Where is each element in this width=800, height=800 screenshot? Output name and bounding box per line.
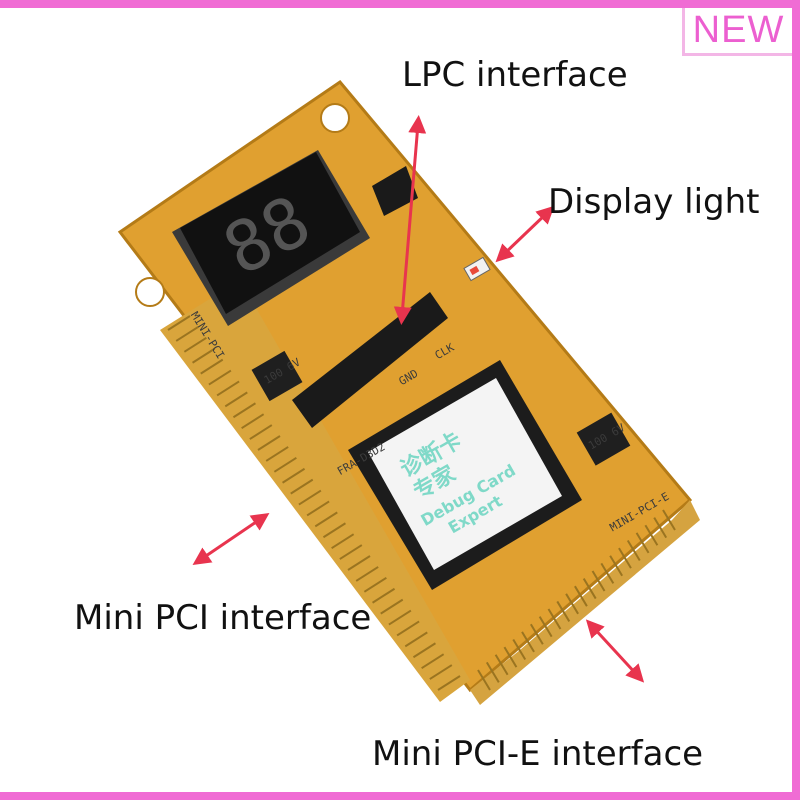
gold-finger — [339, 544, 363, 560]
gold-finger — [538, 616, 553, 638]
capacitor-left: 100 6V — [251, 350, 303, 402]
gold-finger — [485, 661, 500, 683]
gold-finger — [224, 391, 248, 408]
gold-finger — [547, 608, 562, 630]
gold-finger — [653, 517, 668, 539]
gold-finger — [265, 446, 289, 462]
bottom-frame-border — [0, 792, 800, 800]
gold-finger — [565, 593, 579, 615]
gold-finger — [635, 532, 650, 554]
gold-finger — [521, 631, 535, 653]
gold-finger — [306, 500, 330, 517]
gold-finger — [331, 533, 355, 550]
gold-finger — [175, 326, 199, 342]
gold-finger — [412, 642, 436, 659]
gold-finger — [282, 467, 306, 484]
gold-finger — [626, 539, 641, 561]
mini-pci-gold-fingers — [167, 315, 461, 691]
gold-finger — [355, 566, 379, 582]
gold-finger — [372, 587, 396, 604]
gold-finger — [494, 654, 509, 676]
mini-pci-interface-label: Mini PCI interface — [74, 598, 372, 638]
gold-finger — [429, 664, 453, 680]
mini-pci-arrow — [192, 512, 270, 566]
gold-finger — [529, 623, 544, 645]
new-badge-text: NEW — [692, 9, 785, 51]
gold-finger — [609, 555, 624, 577]
gold-finger — [662, 509, 676, 531]
gold-finger — [363, 576, 387, 593]
mount-hole-left — [135, 277, 165, 307]
gold-finger — [290, 478, 314, 495]
right-frame-border — [792, 0, 800, 800]
gold-finger — [618, 547, 632, 569]
gold-finger — [249, 424, 273, 440]
top-frame-border — [0, 0, 800, 8]
mini-pcie-interface-label: Mini PCI-E interface — [372, 734, 704, 774]
display-arrow — [495, 205, 555, 263]
gold-finger — [600, 562, 615, 584]
gold-finger — [388, 609, 412, 626]
gold-finger — [582, 578, 597, 600]
gold-finger — [437, 675, 461, 691]
display-light-label: Display light — [548, 182, 760, 222]
gold-finger — [216, 380, 240, 397]
gold-finger — [591, 570, 606, 592]
gold-finger — [257, 435, 281, 451]
gold-finger — [167, 315, 191, 331]
gold-finger — [298, 489, 322, 506]
gold-finger — [512, 639, 527, 661]
gold-finger — [273, 456, 297, 473]
gold-finger — [200, 358, 224, 375]
gold-finger — [380, 598, 404, 615]
gold-finger — [574, 585, 588, 607]
gold-finger — [322, 522, 346, 539]
gold-finger — [477, 669, 491, 691]
new-badge: NEW — [682, 8, 792, 56]
capacitor-right: 100 6V — [576, 412, 631, 466]
gold-finger — [404, 631, 428, 648]
gold-finger — [183, 336, 207, 353]
debug-chip: 诊断卡 专家 Debug Card Expert — [348, 360, 582, 590]
gold-finger — [421, 653, 445, 670]
lpc-interface-label: LPC interface — [402, 55, 628, 95]
gold-finger — [347, 555, 371, 571]
display-led — [463, 256, 491, 282]
gold-finger — [556, 600, 571, 622]
lpc-arrow — [393, 115, 427, 325]
gold-finger — [644, 524, 659, 546]
gold-finger — [232, 402, 256, 419]
gold-finger — [192, 347, 216, 364]
mount-hole-top — [320, 103, 350, 133]
gold-finger — [241, 413, 265, 430]
mini-pcie-gold-fingers — [477, 509, 676, 691]
gold-finger — [396, 620, 420, 637]
gold-finger — [503, 646, 518, 668]
gold-finger — [314, 511, 338, 528]
gold-finger — [208, 369, 232, 386]
mini-pcie-arrow — [585, 619, 645, 683]
